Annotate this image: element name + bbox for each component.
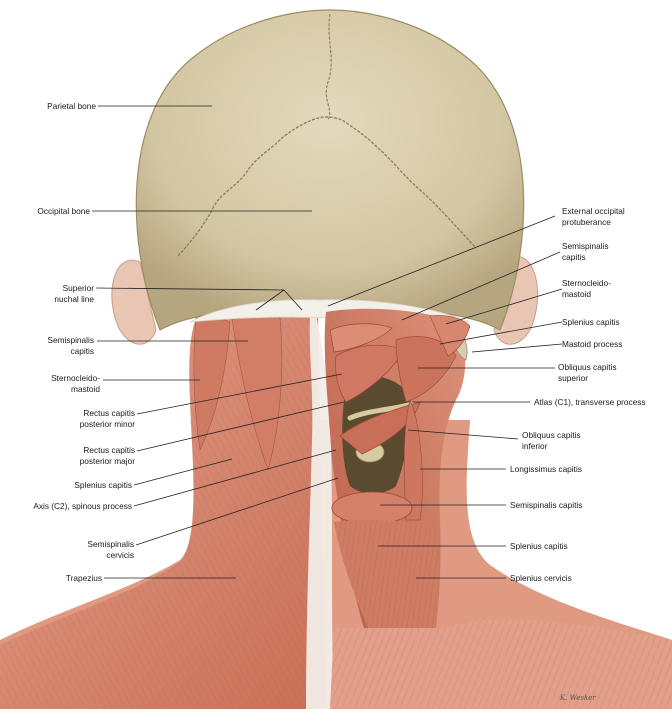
reflected-semispinalis-capitis: [331, 491, 413, 525]
label-mastoid-process: Mastoid process: [562, 339, 623, 349]
right-trapezius-fibers: [330, 619, 672, 709]
label-rectus-capitis-posterior-minor: Rectus capitis posterior minor: [79, 408, 135, 429]
label-splenius-capitis-left: Splenius capitis: [74, 480, 132, 490]
label-semispinalis-capitis-right-2: Semispinalis capitis: [510, 500, 583, 510]
label-rectus-capitis-posterior-major: Rectus capitis posterior major: [79, 445, 135, 466]
lambdoid-suture: [177, 116, 477, 257]
label-occipital-bone: Occipital bone: [37, 206, 90, 216]
label-parietal-bone: Parietal bone: [47, 101, 96, 111]
label-semispinalis-capitis-left: Semispinalis capitis: [47, 335, 94, 356]
label-semispinalis-cervicis: Semispinalis cervicis: [87, 539, 134, 560]
label-sternocleidomastoid-right: Sternocleido- mastoid: [562, 278, 611, 299]
skull: [135, 9, 525, 331]
label-external-occipital-protuberance: External occipital protuberance: [562, 206, 625, 227]
left-muscle-fibers: [0, 305, 326, 709]
label-splenius-capitis-right-2: Splenius capitis: [510, 541, 568, 551]
label-sternocleidomastoid-left: Sternocleido- mastoid: [51, 373, 100, 394]
leader-lines: [92, 105, 563, 579]
label-longissimus-capitis: Longissimus capitis: [510, 464, 582, 474]
rectus-capitis-posterior-major: [335, 344, 405, 403]
label-obliquus-capitis-superior: Obliquus capitis superior: [558, 362, 617, 383]
artist-signature: K. Wesker: [560, 694, 596, 702]
nuchal-ligament: [306, 300, 334, 709]
label-superior-nuchal-line: Superior nuchal line: [54, 283, 94, 304]
atlas-posterior-arch: [347, 401, 415, 421]
obliquus-capitis-superior: [395, 336, 457, 403]
sagittal-suture: [325, 13, 332, 121]
label-semispinalis-capitis-right: Semispinalis capitis: [562, 241, 609, 262]
label-axis-spinous-process: Axis (C2), spinous process: [33, 501, 132, 511]
label-trapezius: Trapezius: [65, 573, 102, 583]
right-splenius-fibers: [334, 520, 439, 628]
right-sternocleidomastoid: [429, 315, 471, 357]
label-splenius-cervicis: Splenius cervicis: [510, 573, 572, 583]
label-atlas-transverse-process: Atlas (C1), transverse process: [534, 397, 646, 407]
rectus-capitis-posterior-minor: [329, 323, 393, 353]
label-obliquus-capitis-inferior: Obliquus capitis inferior: [522, 430, 581, 451]
label-splenius-capitis-right: Splenius capitis: [562, 317, 620, 327]
left-ear: [111, 259, 157, 345]
